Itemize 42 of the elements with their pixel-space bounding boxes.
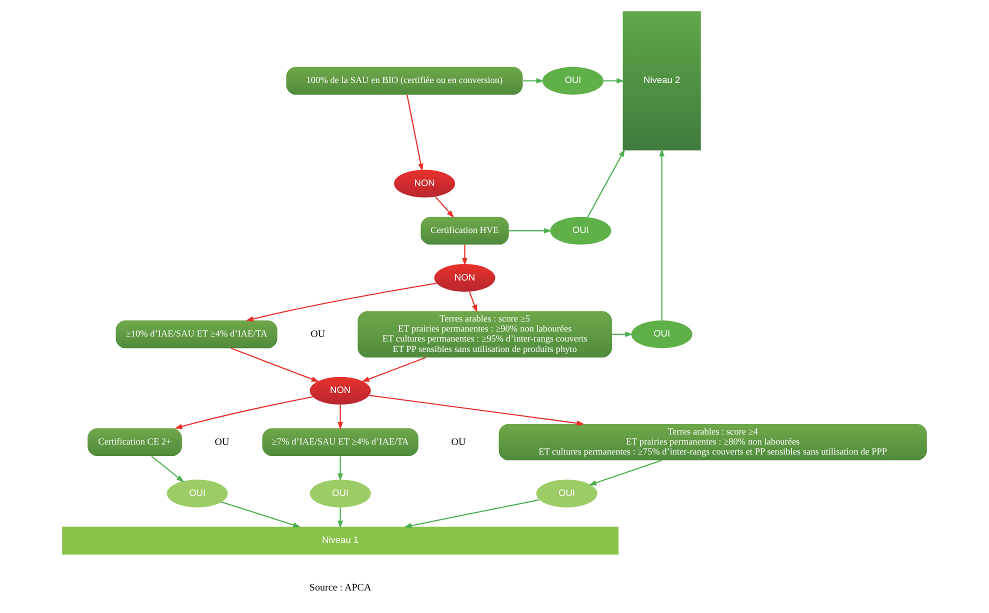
node-box: Certification HVE xyxy=(420,216,509,245)
node-box: Niveau 1 xyxy=(62,526,619,555)
node-ellipse: OUI xyxy=(310,480,371,508)
arrow xyxy=(246,282,436,322)
label: OU xyxy=(214,436,230,448)
label: OU xyxy=(310,328,326,340)
label: OU xyxy=(451,436,466,448)
arrow xyxy=(522,78,544,84)
arrow xyxy=(468,291,478,313)
arrow xyxy=(508,228,552,234)
arrow xyxy=(612,332,633,338)
node-box: Niveau 2 xyxy=(622,11,701,150)
node-box: Terres arables : score ≥5 ET prairies permanentes : ≥90% non labourées ET cultures permanentes : ≥95% d’inter-rangs couverts ET PP sensibles sans utilisation de produits phyto xyxy=(358,311,612,358)
node-ellipse: OUI xyxy=(550,216,612,245)
arrow xyxy=(406,94,424,172)
node-box: Terres arables : score ≥4 ET prairies permanentes : ≥80% non labourées ET cultures permanentes : ≥75% d’inter-rangs couverts et PP sensibles sans utilisation de PPP xyxy=(498,424,927,460)
arrow xyxy=(338,456,344,482)
arrow xyxy=(362,357,426,382)
arrow xyxy=(404,499,540,528)
arrow xyxy=(604,78,624,84)
node-box: Certification CE 2+ xyxy=(88,428,182,456)
arrow xyxy=(174,396,313,430)
node-box: ≥10% d’IAE/SAU ET ≥4% d’IAE/TA xyxy=(116,320,278,348)
node-box: 100% de la SAU en BIO (certifiée ou en conversion) xyxy=(286,66,523,95)
arrow xyxy=(659,148,665,320)
label: Source : APCA xyxy=(309,582,372,594)
arrow xyxy=(369,394,585,426)
arrow xyxy=(221,501,301,528)
node-ellipse: OUI xyxy=(542,66,604,95)
arrow xyxy=(338,508,344,528)
node-ellipse: OUI xyxy=(166,480,228,508)
arrow xyxy=(587,149,625,218)
arrow xyxy=(588,460,662,486)
node-ellipse: NON xyxy=(434,264,496,292)
arrow xyxy=(151,456,184,482)
arrow xyxy=(462,244,468,266)
arrow xyxy=(338,404,344,430)
node-ellipse: NON xyxy=(394,170,456,198)
node-box: ≥7% d’IAE/SAU ET ≥4% d’IAE/TA xyxy=(262,428,418,456)
arrow xyxy=(230,348,320,382)
arrow xyxy=(435,196,454,218)
node-ellipse: OUI xyxy=(631,320,692,348)
